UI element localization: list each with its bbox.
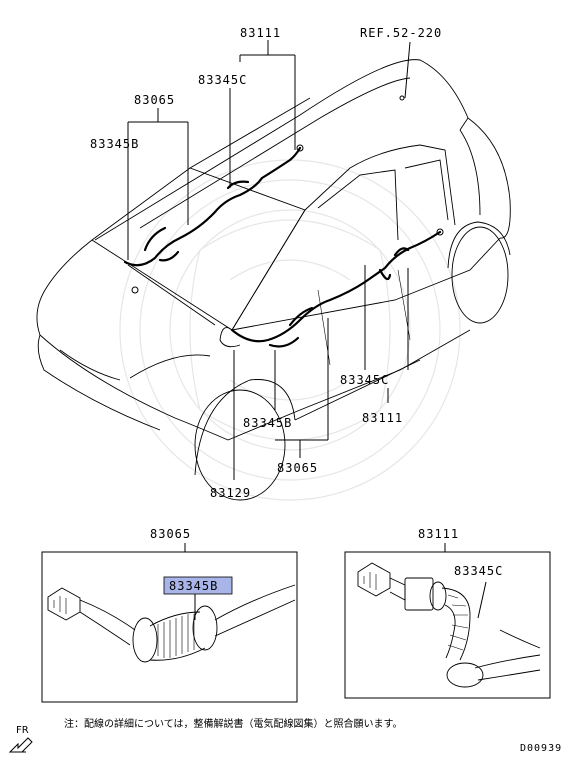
label-83111-top: 83111 <box>240 26 281 40</box>
label-83065-mid: 83065 <box>277 461 318 475</box>
fr-arrow: FR <box>8 725 33 753</box>
inset-right: 83111 83345C <box>344 527 551 699</box>
inset-left: 83065 83345B <box>41 527 298 703</box>
label-83111-right: 83111 <box>362 411 403 425</box>
label-83345c-right: 83345C <box>340 373 389 387</box>
inset-right-part-label: 83345C <box>454 564 503 578</box>
label-83345c-top: 83345C <box>198 73 247 87</box>
inset-left-title: 83065 <box>150 527 191 541</box>
label-ref-52-220: REF.52-220 <box>360 26 442 40</box>
label-83345b-mid: 83345B <box>243 416 292 430</box>
label-83345b-top: 83345B <box>90 137 139 151</box>
leader-lines <box>127 40 411 480</box>
drawing-code: D00939 <box>520 743 562 754</box>
footer-note: 注：配線の詳細については，整備解説書（電気配線図集）と照合願います。 <box>64 717 403 730</box>
wiring-harness-main <box>123 95 444 348</box>
car-body <box>36 59 511 501</box>
inset-right-title: 83111 <box>418 527 459 541</box>
inset-left-part-highlight <box>163 576 233 595</box>
fr-label: FR <box>16 725 29 736</box>
label-83065-top: 83065 <box>134 93 175 107</box>
inset-left-part-label: 83345B <box>169 579 218 593</box>
label-83129: 83129 <box>210 486 251 500</box>
